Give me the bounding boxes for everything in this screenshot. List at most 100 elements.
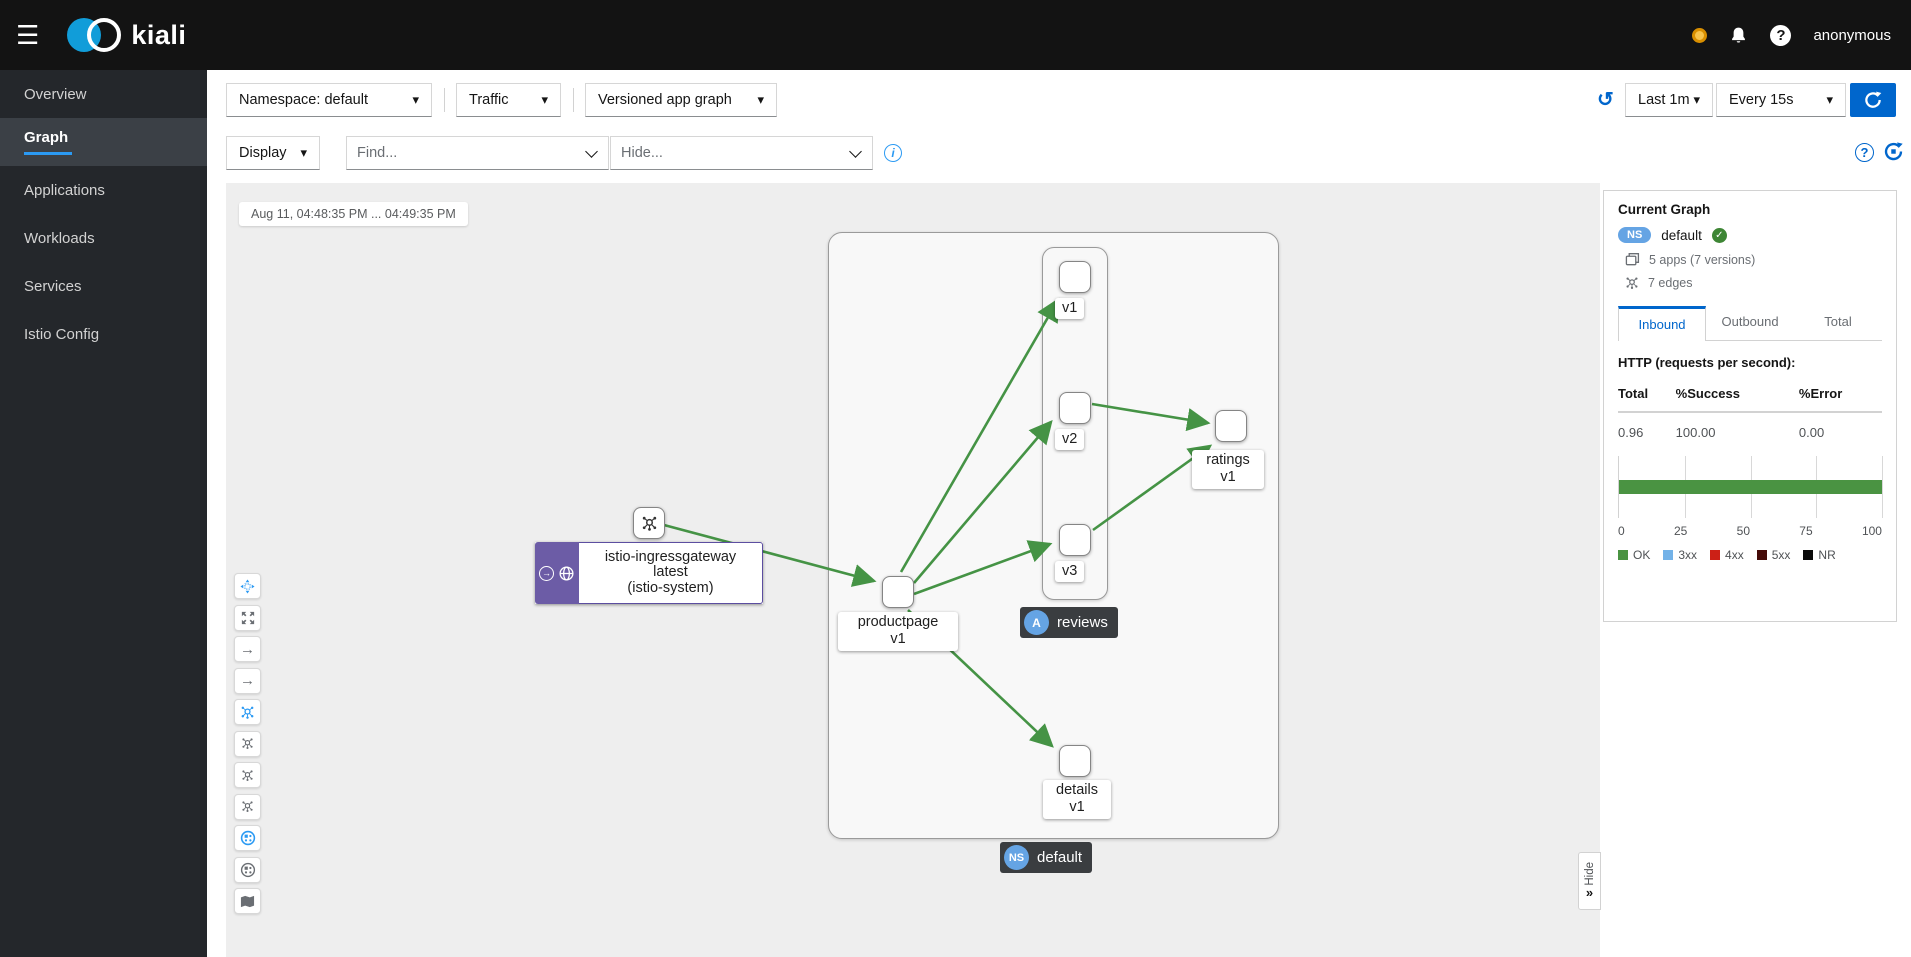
info-icon[interactable] xyxy=(884,144,902,162)
node-reviews-v1[interactable] xyxy=(1059,261,1091,293)
find-field-wrap xyxy=(346,136,609,170)
logo-circle-outline xyxy=(87,18,122,52)
divider xyxy=(444,88,445,112)
graph-type-select[interactable]: Versioned app graph xyxy=(585,83,777,117)
namespace-layout-a-button[interactable] xyxy=(234,825,261,851)
node-istio-ingressgateway[interactable] xyxy=(633,507,665,539)
label-istio-ingressgateway[interactable]: istio-ingressgateway latest (istio-syste… xyxy=(535,542,763,604)
zoom-to-fit-button[interactable] xyxy=(234,604,261,631)
top-header: kiali anonymous xyxy=(0,0,1911,70)
ns-badge: NS xyxy=(1618,227,1652,243)
tab-total[interactable]: Total xyxy=(1794,306,1882,341)
edges-summary-row: 7 edges xyxy=(1618,276,1882,290)
namespace-layout-b-button[interactable] xyxy=(234,856,261,883)
node-details-v1[interactable] xyxy=(1059,745,1091,777)
refresh-interval-select[interactable]: Every 15s xyxy=(1716,83,1846,117)
edge-productpage-reviews-v3 xyxy=(913,540,1053,596)
refresh-interval-value: Every 15s xyxy=(1729,92,1794,108)
edge-label-forward-button[interactable] xyxy=(234,636,261,662)
label-ratings-v1[interactable]: ratings v1 xyxy=(1192,450,1264,489)
panel-title: Current Graph xyxy=(1618,202,1711,217)
hide-panel-tab[interactable]: Hide xyxy=(1578,852,1601,910)
tab-outbound[interactable]: Outbound xyxy=(1706,306,1795,341)
app-chip-label: reviews xyxy=(1057,614,1108,631)
legend-ok: OK xyxy=(1618,548,1650,562)
graph-type-value: Versioned app graph xyxy=(598,92,732,108)
dot-circle-icon xyxy=(240,862,255,877)
hide-tab-label: Hide xyxy=(1583,861,1596,886)
layout-grid-button[interactable] xyxy=(234,762,261,788)
time-history-icon[interactable] xyxy=(1597,87,1614,112)
apps-summary-row: 5 apps (7 versions) xyxy=(1618,252,1882,267)
label-reviews-v3[interactable]: v3 xyxy=(1055,561,1085,583)
total-value: 0.96 xyxy=(1618,425,1644,440)
sidebar-item-graph[interactable]: Graph xyxy=(0,118,207,166)
sidebar-item-applications[interactable]: Applications xyxy=(24,181,105,199)
mesh-icon xyxy=(642,516,656,531)
caret-down-icon xyxy=(757,92,764,108)
traffic-select[interactable]: Traffic xyxy=(456,83,561,117)
chevron-down-icon[interactable] xyxy=(585,144,598,158)
hide-field-wrap xyxy=(610,136,873,170)
display-select[interactable]: Display xyxy=(226,136,320,170)
sidebar-item-services[interactable]: Services xyxy=(24,277,82,295)
sidebar-item-workloads[interactable]: Workloads xyxy=(24,229,95,247)
graph-relayout-icon[interactable] xyxy=(1883,141,1904,162)
current-user[interactable]: anonymous xyxy=(1813,26,1891,44)
move-icon xyxy=(240,578,255,594)
node-productpage-v1[interactable] xyxy=(882,576,914,608)
node-reviews-v2[interactable] xyxy=(1059,392,1091,424)
label-details-v1[interactable]: details v1 xyxy=(1043,780,1111,819)
legend-ok-swatch xyxy=(1618,550,1628,560)
caret-down-icon xyxy=(1693,92,1700,108)
hide-input[interactable] xyxy=(611,145,851,161)
success-value: 100.00 xyxy=(1675,425,1716,440)
app-badge: A xyxy=(1024,610,1049,635)
time-range-value: Last 1m xyxy=(1638,92,1690,108)
tab-inbound[interactable]: Inbound xyxy=(1618,306,1707,341)
error-value: 0.00 xyxy=(1798,425,1825,440)
legend-3xx-swatch xyxy=(1663,550,1674,560)
app-chip-reviews[interactable]: A reviews xyxy=(1020,607,1118,638)
node-ratings-v1[interactable] xyxy=(1215,410,1247,442)
col-error: %Error xyxy=(1798,382,1882,413)
label-reviews-v2[interactable]: v2 xyxy=(1055,429,1085,451)
notifications-bell-icon[interactable] xyxy=(1729,26,1748,45)
node-reviews-v3[interactable] xyxy=(1059,524,1091,556)
edge-label-cycle-button[interactable] xyxy=(234,667,261,694)
minimap-toggle-button[interactable] xyxy=(234,888,261,914)
chart-x-ticks: 0 25 50 75 100 xyxy=(1618,524,1882,538)
label-reviews-v1[interactable]: v1 xyxy=(1055,298,1085,320)
layout-dagre-button[interactable] xyxy=(234,699,261,725)
label-productpage-v1[interactable]: productpage v1 xyxy=(838,612,958,651)
edges-icon xyxy=(1626,277,1638,289)
edge-ingress-productpage xyxy=(663,523,877,587)
dot-circle-icon xyxy=(240,830,255,846)
time-range-select[interactable]: Last 1m xyxy=(1625,83,1713,117)
sidebar-item-istio-config[interactable]: Istio Config xyxy=(24,325,100,343)
layout-cose-button[interactable] xyxy=(234,730,261,757)
refresh-button[interactable] xyxy=(1850,83,1896,117)
expand-icon xyxy=(241,611,254,624)
find-input[interactable] xyxy=(347,145,587,161)
network-icon xyxy=(242,801,253,813)
namespace-select[interactable]: Namespace: default xyxy=(226,83,432,117)
panel-namespace[interactable]: default xyxy=(1661,227,1702,243)
layout-concentric-button[interactable] xyxy=(234,793,261,820)
side-nav: Overview Graph Applications Workloads Se… xyxy=(0,70,207,957)
traffic-status-chart: 0 25 50 75 100 OK 3xx 4xx 5xx NR xyxy=(1618,456,1883,562)
legend-nr-swatch xyxy=(1803,550,1814,560)
graph-help-icon[interactable] xyxy=(1855,143,1874,162)
namespace-chip-default[interactable]: NS default xyxy=(1000,842,1093,873)
col-success: %Success xyxy=(1675,382,1799,413)
help-icon[interactable] xyxy=(1770,24,1792,46)
graph-canvas[interactable]: Aug 11, 04:48:35 PM ... 04:49:35 PM xyxy=(226,183,1601,957)
chevron-down-icon[interactable] xyxy=(849,144,862,158)
sidebar-item-overview[interactable]: Overview xyxy=(24,85,87,103)
network-icon xyxy=(242,738,253,750)
namespace-badge: NS xyxy=(1004,845,1029,870)
mesh-status-icon[interactable] xyxy=(1692,27,1708,43)
hamburger-menu-icon[interactable] xyxy=(16,20,39,51)
pan-mode-button[interactable] xyxy=(234,573,261,599)
namespace-value: default xyxy=(324,92,368,108)
